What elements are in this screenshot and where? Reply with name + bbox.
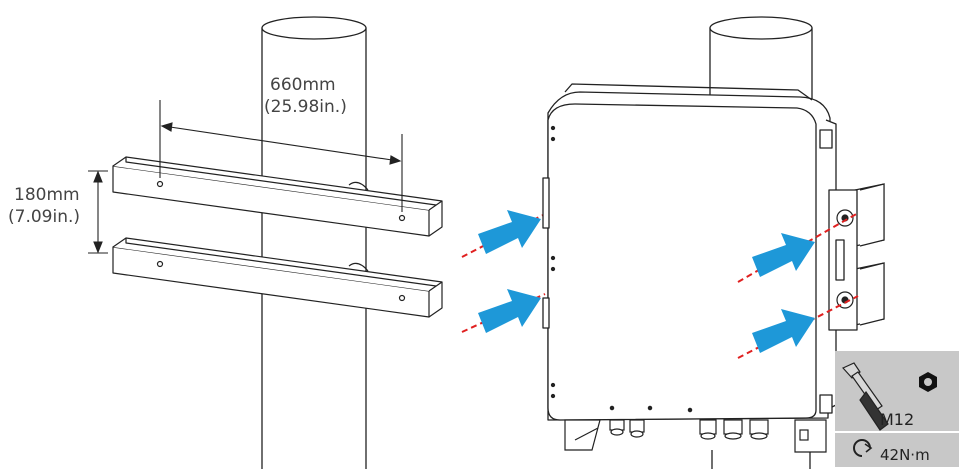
height-dimension bbox=[88, 170, 108, 254]
torque-label: 42N·m bbox=[880, 446, 930, 464]
bolt-size-label: M12 bbox=[880, 410, 915, 429]
width-label-mm: 660mm bbox=[270, 75, 336, 95]
right-arrows bbox=[737, 212, 859, 359]
width-label: 660mm (25.98in.) bbox=[264, 74, 347, 118]
spec-panel bbox=[835, 351, 959, 467]
inverter-bottom bbox=[564, 419, 827, 453]
arrow-upper-left bbox=[478, 210, 541, 254]
hex-nut-icon bbox=[919, 372, 937, 392]
height-label-in: (7.09in.) bbox=[8, 207, 81, 227]
left-arrows bbox=[461, 210, 546, 333]
wrench-icon bbox=[842, 362, 889, 431]
side-screws bbox=[836, 209, 854, 309]
lower-bracket bbox=[112, 237, 443, 318]
rotate-icon bbox=[853, 439, 873, 457]
arrow-upper-right bbox=[752, 233, 815, 277]
right-pole bbox=[709, 16, 813, 469]
upper-bracket bbox=[112, 156, 443, 237]
height-label-mm: 180mm bbox=[14, 185, 80, 205]
left-pole bbox=[261, 16, 367, 469]
inverter bbox=[542, 83, 858, 421]
width-dimension bbox=[159, 100, 403, 212]
width-label-in: (25.98in.) bbox=[264, 97, 347, 117]
height-label: 180mm (7.09in.) bbox=[8, 184, 80, 228]
arrow-lower-right bbox=[752, 309, 815, 353]
arrow-lower-left bbox=[478, 289, 541, 333]
